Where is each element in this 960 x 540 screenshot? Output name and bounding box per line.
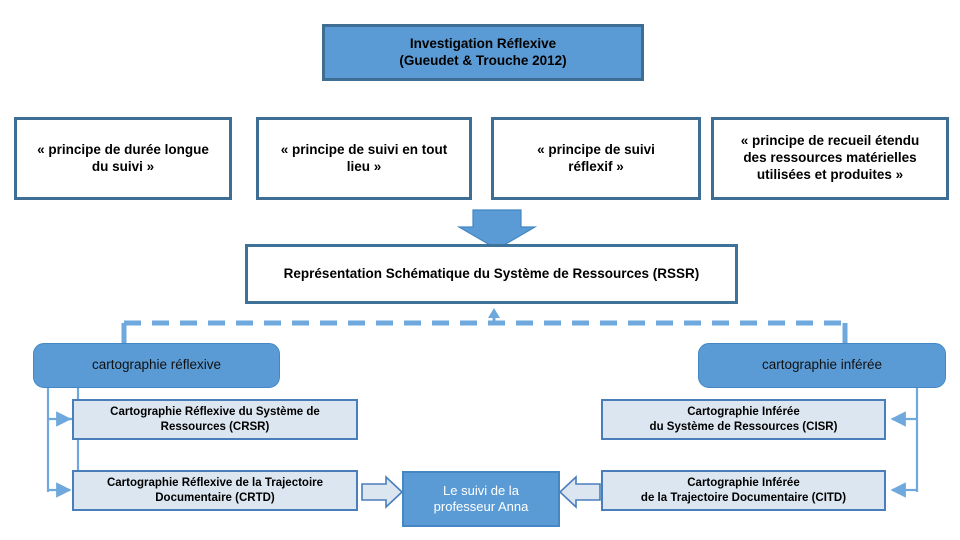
- crsr-line-2: Ressources (CRSR): [160, 420, 270, 433]
- principle-box-duree-longue: « principe de durée longue du suivi »: [14, 117, 232, 200]
- center-box-suivi-anna: Le suivi de la professeur Anna: [402, 471, 560, 527]
- right-branch-connectors: [890, 388, 919, 498]
- principle-4-line-2: des ressources matérielles: [743, 150, 917, 166]
- citd-line-2: de la Trajectoire Documentaire (CITD): [640, 491, 847, 504]
- title-line-1: Investigation Réflexive: [409, 35, 557, 51]
- pill-right-label: cartographie inférée: [761, 357, 883, 373]
- pill-cartographie-reflexive: cartographie réflexive: [33, 343, 280, 388]
- carto-box-crsr: Cartographie Réflexive du Système de Res…: [72, 399, 358, 440]
- rssr-label: Représentation Schématique du Système de…: [283, 265, 700, 281]
- pill-left-label: cartographie réflexive: [91, 357, 222, 373]
- cisr-line-2: du Système de Ressources (CISR): [649, 420, 838, 433]
- principle-box-suivi-reflexif: « principe de suivi réflexif »: [491, 117, 701, 200]
- principle-2-line-1: « principe de suivi en tout: [280, 141, 448, 157]
- title-box: Investigation Réflexive (Gueudet & Trouc…: [322, 24, 644, 81]
- principle-1-line-2: du suivi »: [91, 158, 155, 174]
- principle-box-suivi-en-tout-lieu: « principe de suivi en tout lieu »: [256, 117, 472, 200]
- principle-4-line-3: utilisées et produites »: [756, 166, 904, 182]
- carto-box-cisr: Cartographie Inférée du Système de Resso…: [601, 399, 886, 440]
- pill-cartographie-inferee: cartographie inférée: [698, 343, 946, 388]
- center-line-1: Le suivi de la: [443, 482, 519, 498]
- citd-line-1: Cartographie Inférée: [687, 477, 800, 490]
- crsr-line-1: Cartographie Réflexive du Système de: [110, 406, 320, 419]
- carto-box-crtd: Cartographie Réflexive de la Trajectoire…: [72, 470, 358, 511]
- principle-1-line-1: « principe de durée longue: [37, 141, 209, 157]
- center-line-2: professeur Anna: [433, 499, 529, 514]
- principle-3-line-1: « principe de suivi: [537, 141, 655, 157]
- dashed-bus: [121, 308, 848, 344]
- block-arrow-right-to-center: [558, 475, 601, 509]
- principle-4-line-1: « principe de recueil étendu: [740, 133, 920, 149]
- principle-2-line-2: lieu »: [346, 158, 382, 174]
- principle-3-line-2: réflexif »: [568, 158, 624, 174]
- crtd-line-2: Documentaire (CRTD): [155, 491, 275, 504]
- rssr-box: Représentation Schématique du Système de…: [245, 244, 738, 304]
- title-line-2: (Gueudet & Trouche 2012): [399, 52, 567, 68]
- carto-box-citd: Cartographie Inférée de la Trajectoire D…: [601, 470, 886, 511]
- principle-box-recueil-etendu: « principe de recueil étendu des ressour…: [711, 117, 949, 200]
- crtd-line-1: Cartographie Réflexive de la Trajectoire: [106, 477, 324, 490]
- cisr-line-1: Cartographie Inférée: [687, 406, 800, 419]
- block-arrow-left-to-center: [361, 475, 404, 509]
